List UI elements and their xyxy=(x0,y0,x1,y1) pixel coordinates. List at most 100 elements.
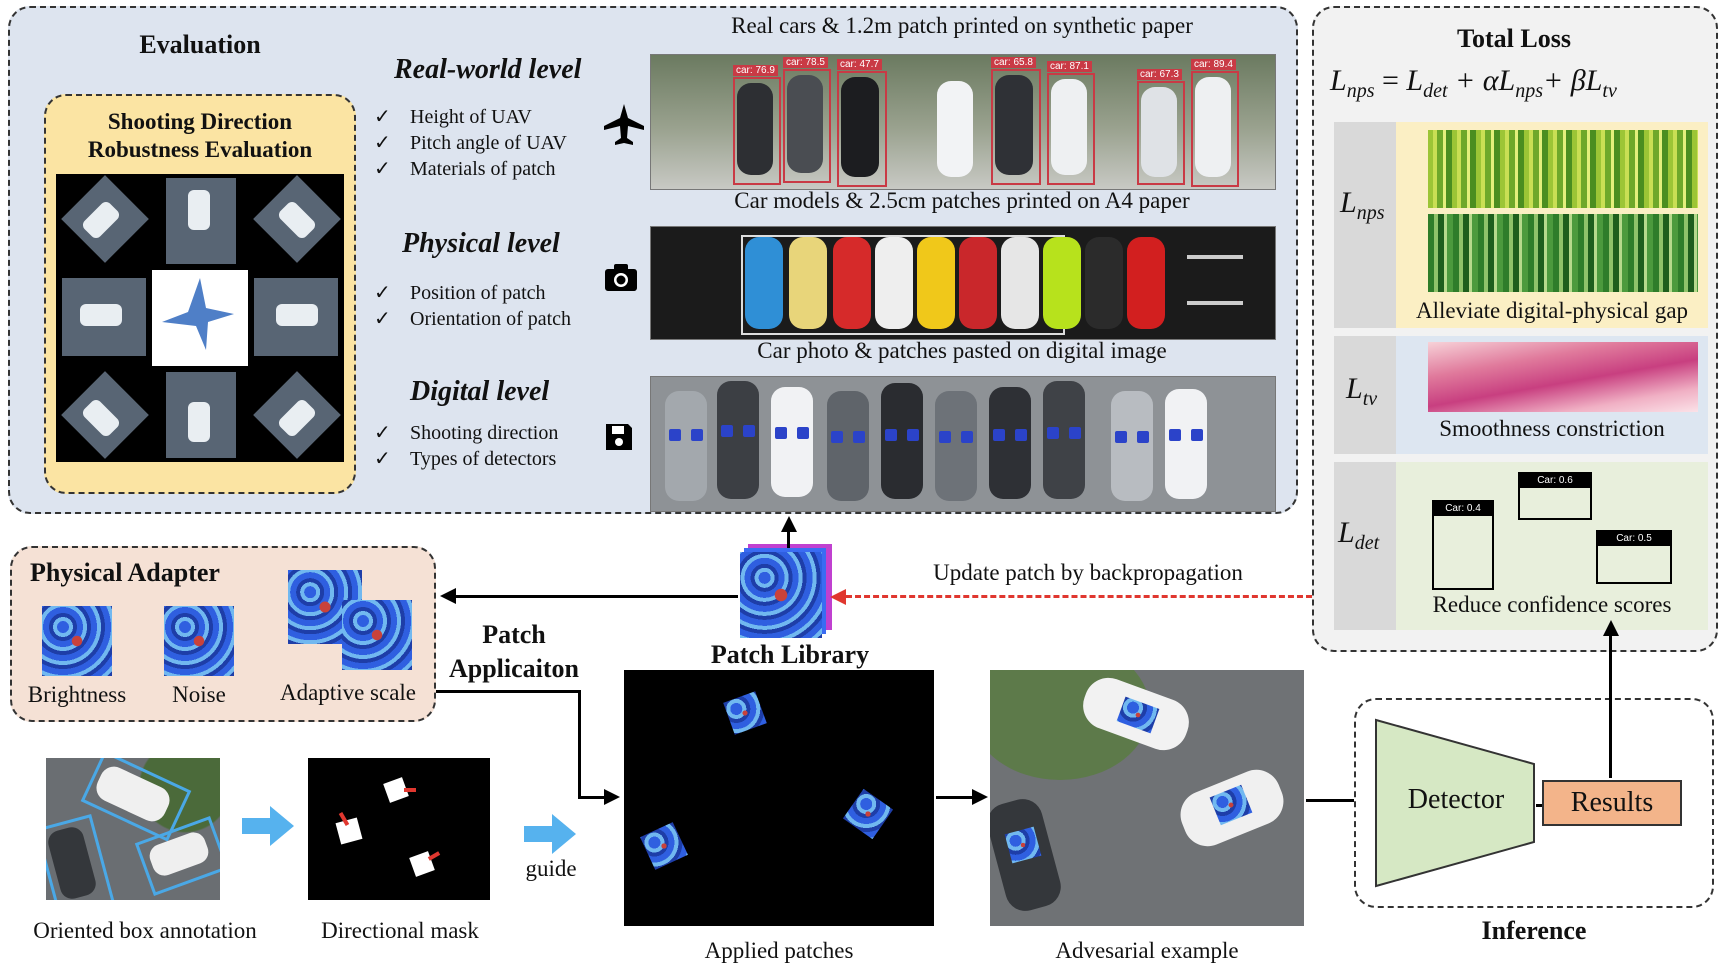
nps-color-bar-1 xyxy=(1428,130,1698,208)
detection-box: car: 76.9 xyxy=(733,65,781,185)
adv-to-detector-arrow xyxy=(1306,799,1370,802)
backprop-arrow xyxy=(846,595,1312,598)
physical-caption: Car models & 2.5cm patches printed on A4… xyxy=(734,188,1190,213)
formula-subscript: det xyxy=(1423,80,1448,102)
real-world-item: ✓ Materials of patch xyxy=(374,156,556,181)
adversarial-example-label: Advesarial example xyxy=(1055,938,1239,963)
total-loss-title: Total Loss xyxy=(1457,24,1571,53)
adapter-to-applied-arrow-v xyxy=(578,690,581,798)
airplane-icon xyxy=(604,104,644,145)
total-loss-panel: Total Loss Lnps = Ldet + αLnps+ βLtv Lnp… xyxy=(1312,6,1718,652)
real-world-item: ✓Height of UAV xyxy=(374,104,532,129)
confidence-box: Car: 0.6 xyxy=(1518,472,1592,520)
formula-subscript: nps xyxy=(1346,80,1375,102)
check-mark-icon: ✓ xyxy=(374,448,391,470)
physical-item-label: Orientation of patch xyxy=(410,308,572,330)
tv-content-cell: Smoothness constriction xyxy=(1396,336,1708,454)
physical-image xyxy=(650,226,1276,340)
digital-item-label: Types of detectors xyxy=(410,448,557,470)
nps-loss-label: Lnps xyxy=(1340,186,1385,224)
patch-application-line2: Applicaiton xyxy=(448,654,580,683)
inference-label: Inference xyxy=(1481,916,1587,945)
physical-adapter-panel: Physical Adapter Brightness Noise Adapti… xyxy=(10,546,436,722)
real-world-caption: Real cars & 1.2m patch printed on synthe… xyxy=(731,13,1193,38)
physical-item: ✓Orientation of patch xyxy=(374,306,571,331)
tv-caption: Smoothness constriction xyxy=(1439,416,1665,441)
library-up-arrowhead xyxy=(781,516,797,532)
direction-grid-graphic xyxy=(61,175,341,459)
applied-patch xyxy=(640,822,688,870)
brightness-label: Brightness xyxy=(27,682,127,707)
backprop-arrowhead xyxy=(830,589,846,605)
det-caption: Reduce confidence scores xyxy=(1432,592,1672,617)
patch-library-image xyxy=(740,552,822,638)
library-to-adapter-arrowhead xyxy=(440,588,456,604)
tv-label-cell xyxy=(1334,336,1396,454)
digital-image xyxy=(650,376,1276,512)
flow-arrow-1 xyxy=(242,806,294,846)
applied-patches-image xyxy=(624,670,934,926)
formula-subscript: nps xyxy=(1515,80,1544,102)
detector-shape xyxy=(1375,718,1535,888)
real-world-item-label: Height of UAV xyxy=(410,106,532,128)
physical-level-title: Physical level xyxy=(402,228,560,259)
detection-box: car: 47.7 xyxy=(837,59,887,187)
tv-loss-label: Ltv xyxy=(1346,372,1378,410)
adapter-to-applied-arrow-h2 xyxy=(578,796,604,799)
results-to-loss-arrowhead xyxy=(1603,620,1619,636)
detection-box: car: 89.4 xyxy=(1191,59,1239,187)
formula-term: L xyxy=(1406,64,1424,97)
real-world-item: ✓ Pitch angle of UAV xyxy=(374,130,567,155)
real-world-level-title: Real-world level xyxy=(394,54,582,85)
formula-term: L xyxy=(1585,64,1603,97)
library-to-adapter-arrow xyxy=(456,595,738,598)
oriented-box-label: Oriented box annotation xyxy=(33,918,257,943)
adapter-to-applied-arrow-h1 xyxy=(436,690,580,693)
noise-patch xyxy=(164,606,234,676)
noise-label: Noise xyxy=(172,682,226,707)
applied-to-adv-arrowhead xyxy=(972,789,988,805)
confidence-box: Car: 0.4 xyxy=(1432,500,1494,590)
formula-operator: = xyxy=(1374,64,1407,97)
digital-item-label: Shooting direction xyxy=(410,422,559,444)
oriented-box-image xyxy=(46,758,220,900)
physical-adapter-title: Physical Adapter xyxy=(30,558,220,587)
evaluation-title: Evaluation xyxy=(139,30,261,59)
digital-item: ✓ Types of detectors xyxy=(374,446,556,471)
check-mark-icon: ✓ xyxy=(374,132,391,154)
patch-application-line1: Patch xyxy=(482,620,546,649)
tv-gradient xyxy=(1428,342,1698,412)
det-label-cell xyxy=(1334,462,1396,630)
direction-box-title: Shooting Direction Robustness Evaluation xyxy=(46,108,354,164)
library-up-arrow xyxy=(787,530,790,548)
applied-patch xyxy=(842,788,894,840)
patch-application-label: Patch Applicaiton xyxy=(444,618,584,686)
detection-box: car: 65.8 xyxy=(991,57,1041,185)
formula-subscript: tv xyxy=(1602,80,1617,102)
brightness-patch xyxy=(42,606,112,676)
detection-box: car: 87.1 xyxy=(1047,61,1095,185)
formula-term: L xyxy=(1498,64,1516,97)
confidence-box: Car: 0.5 xyxy=(1596,530,1672,584)
real-world-image: car: 76.9 car: 78.5 car: 47.7 car: 65.8 … xyxy=(650,54,1276,190)
nps-content-cell: Alleviate digital-physical gap xyxy=(1396,122,1708,328)
check-mark-icon: ✓ xyxy=(374,422,391,444)
adapter-to-applied-arrowhead xyxy=(604,789,620,805)
formula-operator: + α xyxy=(1447,64,1499,97)
formula-operator: + β xyxy=(1543,64,1586,97)
applied-to-adv-arrow xyxy=(936,796,976,799)
physical-item-label: Position of patch xyxy=(410,282,546,304)
digital-caption: Car photo & patches pasted on digital im… xyxy=(757,338,1167,363)
inference-panel: Detector Results xyxy=(1354,698,1714,908)
check-mark-icon: ✓ xyxy=(374,158,391,180)
real-world-item-label: Materials of patch xyxy=(410,158,556,180)
camera-icon xyxy=(605,264,637,291)
directional-mask-image xyxy=(308,758,490,900)
results-box: Results xyxy=(1542,780,1682,826)
evaluation-panel: Evaluation Shooting Direction Robustness… xyxy=(8,6,1298,514)
applied-patches-label: Applied patches xyxy=(704,938,854,963)
real-world-item-label: Pitch angle of UAV xyxy=(410,132,567,154)
applied-patch xyxy=(723,691,767,735)
direction-box-title-line2: Robustness Evaluation xyxy=(87,137,313,162)
nps-label-cell xyxy=(1334,122,1396,328)
